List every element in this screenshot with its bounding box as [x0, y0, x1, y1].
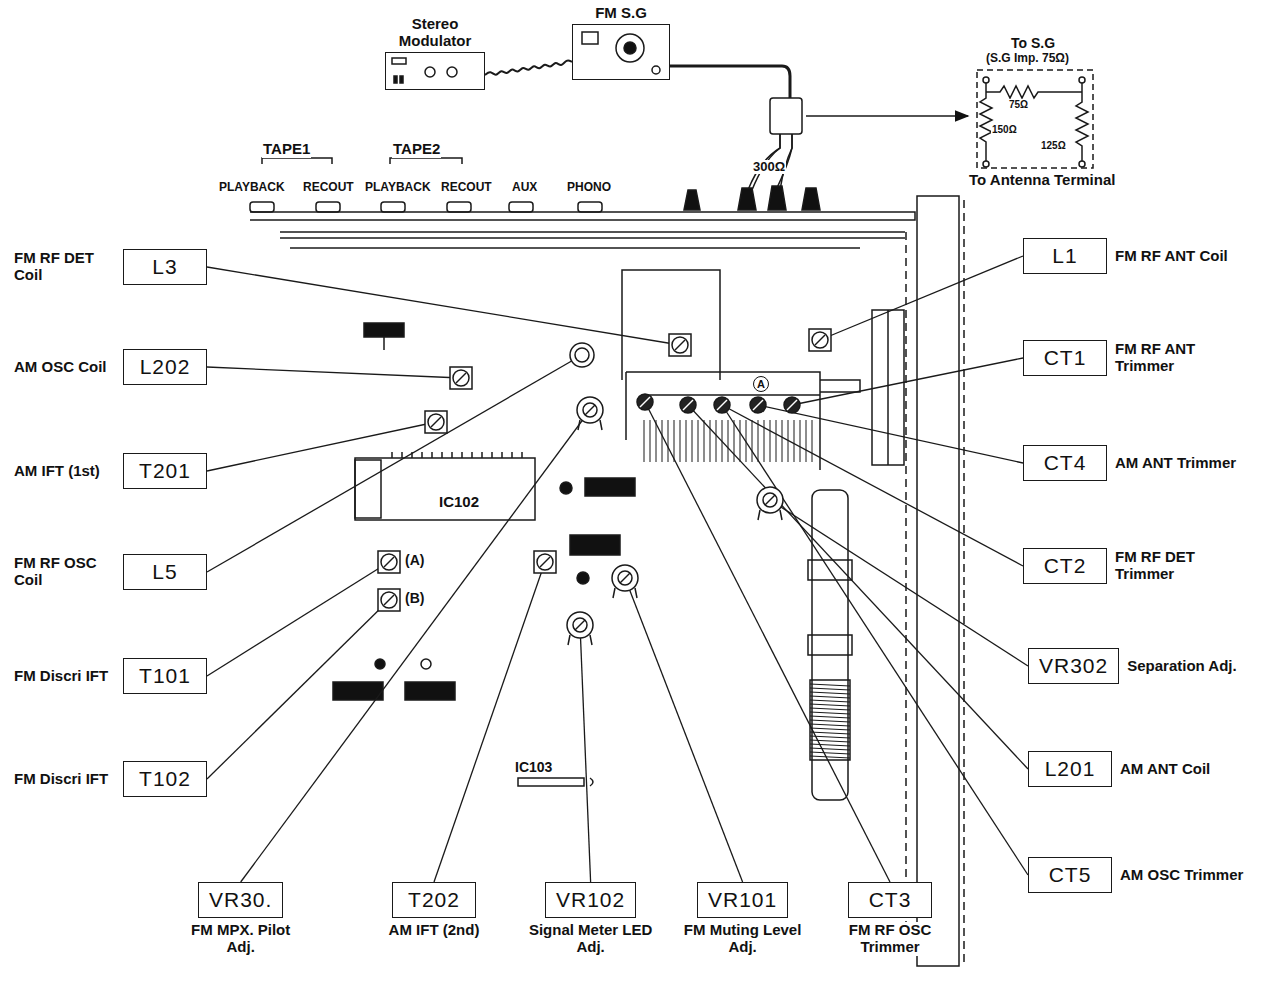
- panel-label: A: [753, 376, 769, 392]
- adjuster-symbols: [378, 329, 831, 645]
- adjustment-description: FM Muting Level Adj.: [681, 922, 805, 956]
- part-number: L5: [152, 560, 177, 583]
- adjustment-description: FM Discri IFT: [14, 771, 112, 788]
- test-instrument: Stereo Modulator: [385, 52, 485, 90]
- panel-label: IC103: [514, 760, 553, 775]
- adjustment-description: FM RF DET Coil: [14, 250, 112, 284]
- coil-windings: [810, 684, 850, 758]
- part-callout-box: T202AM IFT (2nd): [392, 882, 476, 918]
- part-callout-box: T102FM Discri IFT: [123, 761, 207, 797]
- adjustment-description: FM RF ANT Coil: [1115, 248, 1241, 265]
- panel-label: To S.G: [1010, 36, 1056, 51]
- panel-label: 150Ω: [991, 124, 1018, 135]
- panel-label: 75Ω: [1008, 99, 1029, 110]
- part-callout-box: CT3FM RF OSC Trimmer: [848, 882, 932, 918]
- part-number: VR30.: [209, 888, 272, 911]
- adjustment-description: FM Discri IFT: [14, 668, 112, 685]
- part-callout-box: L201AM ANT Coil: [1028, 751, 1112, 787]
- panel-label: (B): [404, 591, 425, 606]
- panel-label: AUX: [511, 181, 538, 194]
- panel-label: 125Ω: [1040, 140, 1067, 151]
- part-number: L202: [140, 355, 191, 378]
- part-callout-box: L5FM RF OSC Coil: [123, 554, 207, 590]
- adjustment-description: Signal Meter LED Adj.: [529, 922, 653, 956]
- adjustment-description: AM OSC Coil: [14, 359, 112, 376]
- part-number: CT1: [1044, 346, 1087, 369]
- part-number: VR302: [1039, 654, 1108, 677]
- part-number: T202: [408, 888, 460, 911]
- adjustment-description: FM RF DET Trimmer: [1115, 549, 1241, 583]
- panel-label: RECOUT: [440, 181, 493, 194]
- adjustment-description: AM ANT Coil: [1120, 761, 1246, 778]
- panel-label: To Antenna Terminal: [968, 172, 1116, 189]
- part-number: VR101: [708, 888, 777, 911]
- adjustment-description: AM ANT Trimmer: [1115, 455, 1241, 472]
- adjustment-description: FM RF OSC Trimmer: [828, 922, 952, 956]
- leader-lines: [207, 256, 1028, 882]
- part-callout-box: T201AM IFT (1st): [123, 453, 207, 489]
- panel-label: PLAYBACK: [364, 181, 432, 194]
- panel-label: PLAYBACK: [218, 181, 286, 194]
- part-number: T201: [139, 459, 191, 482]
- panel-label: TAPE2: [392, 141, 441, 158]
- heat-fins: [644, 420, 812, 462]
- part-number: T102: [139, 767, 191, 790]
- panel-label: TAPE1: [262, 141, 311, 158]
- part-callout-box: L3FM RF DET Coil: [123, 249, 207, 285]
- adjustment-description: AM OSC Trimmer: [1120, 867, 1246, 884]
- panel-label: PHONO: [566, 181, 612, 194]
- part-callout-box: T101FM Discri IFT: [123, 658, 207, 694]
- test-instrument: FM S.G: [572, 24, 670, 80]
- part-callout-box: VR30.FM MPX. Pilot Adj.: [198, 882, 283, 918]
- ic-pins: [392, 452, 522, 458]
- part-number: L3: [152, 255, 177, 278]
- panel-label: RECOUT: [302, 181, 355, 194]
- part-number: L1: [1052, 244, 1077, 267]
- part-callout-box: CT5AM OSC Trimmer: [1028, 857, 1112, 893]
- part-callout-box: CT4AM ANT Trimmer: [1023, 445, 1107, 481]
- panel-label: 300Ω: [752, 160, 786, 174]
- part-number: CT5: [1049, 863, 1092, 886]
- part-callout-box: CT1FM RF ANT Trimmer: [1023, 340, 1107, 376]
- adjustment-description: AM IFT (1st): [14, 463, 112, 480]
- twisted-cable: [485, 60, 572, 75]
- instrument-label: Stereo Modulator: [380, 16, 490, 50]
- adjustment-description: Separation Adj.: [1127, 658, 1253, 675]
- adjustment-description: AM IFT (2nd): [372, 922, 496, 939]
- panel-label: (S.G Imp. 75Ω): [985, 52, 1070, 65]
- part-callout-box: VR302Separation Adj.: [1028, 648, 1119, 684]
- part-callout-box: L1FM RF ANT Coil: [1023, 238, 1107, 274]
- part-number: CT3: [869, 888, 912, 911]
- adjustment-description: FM RF ANT Trimmer: [1115, 341, 1241, 375]
- panel-label: IC102: [438, 494, 480, 511]
- part-number: CT4: [1044, 451, 1087, 474]
- instrument-label: FM S.G: [566, 5, 676, 22]
- part-number: VR102: [556, 888, 625, 911]
- part-callout-box: CT2FM RF DET Trimmer: [1023, 548, 1107, 584]
- adjustment-description: FM MPX. Pilot Adj.: [179, 922, 303, 956]
- part-callout-box: L202AM OSC Coil: [123, 349, 207, 385]
- line-art: [250, 32, 1093, 966]
- part-number: CT2: [1044, 554, 1087, 577]
- adjustment-description: FM RF OSC Coil: [14, 555, 112, 589]
- part-callout-box: VR102Signal Meter LED Adj.: [545, 882, 636, 918]
- part-number: T101: [139, 664, 191, 687]
- panel-label: (A): [404, 553, 425, 568]
- part-callout-box: VR101FM Muting Level Adj.: [697, 882, 788, 918]
- part-number: L201: [1045, 757, 1096, 780]
